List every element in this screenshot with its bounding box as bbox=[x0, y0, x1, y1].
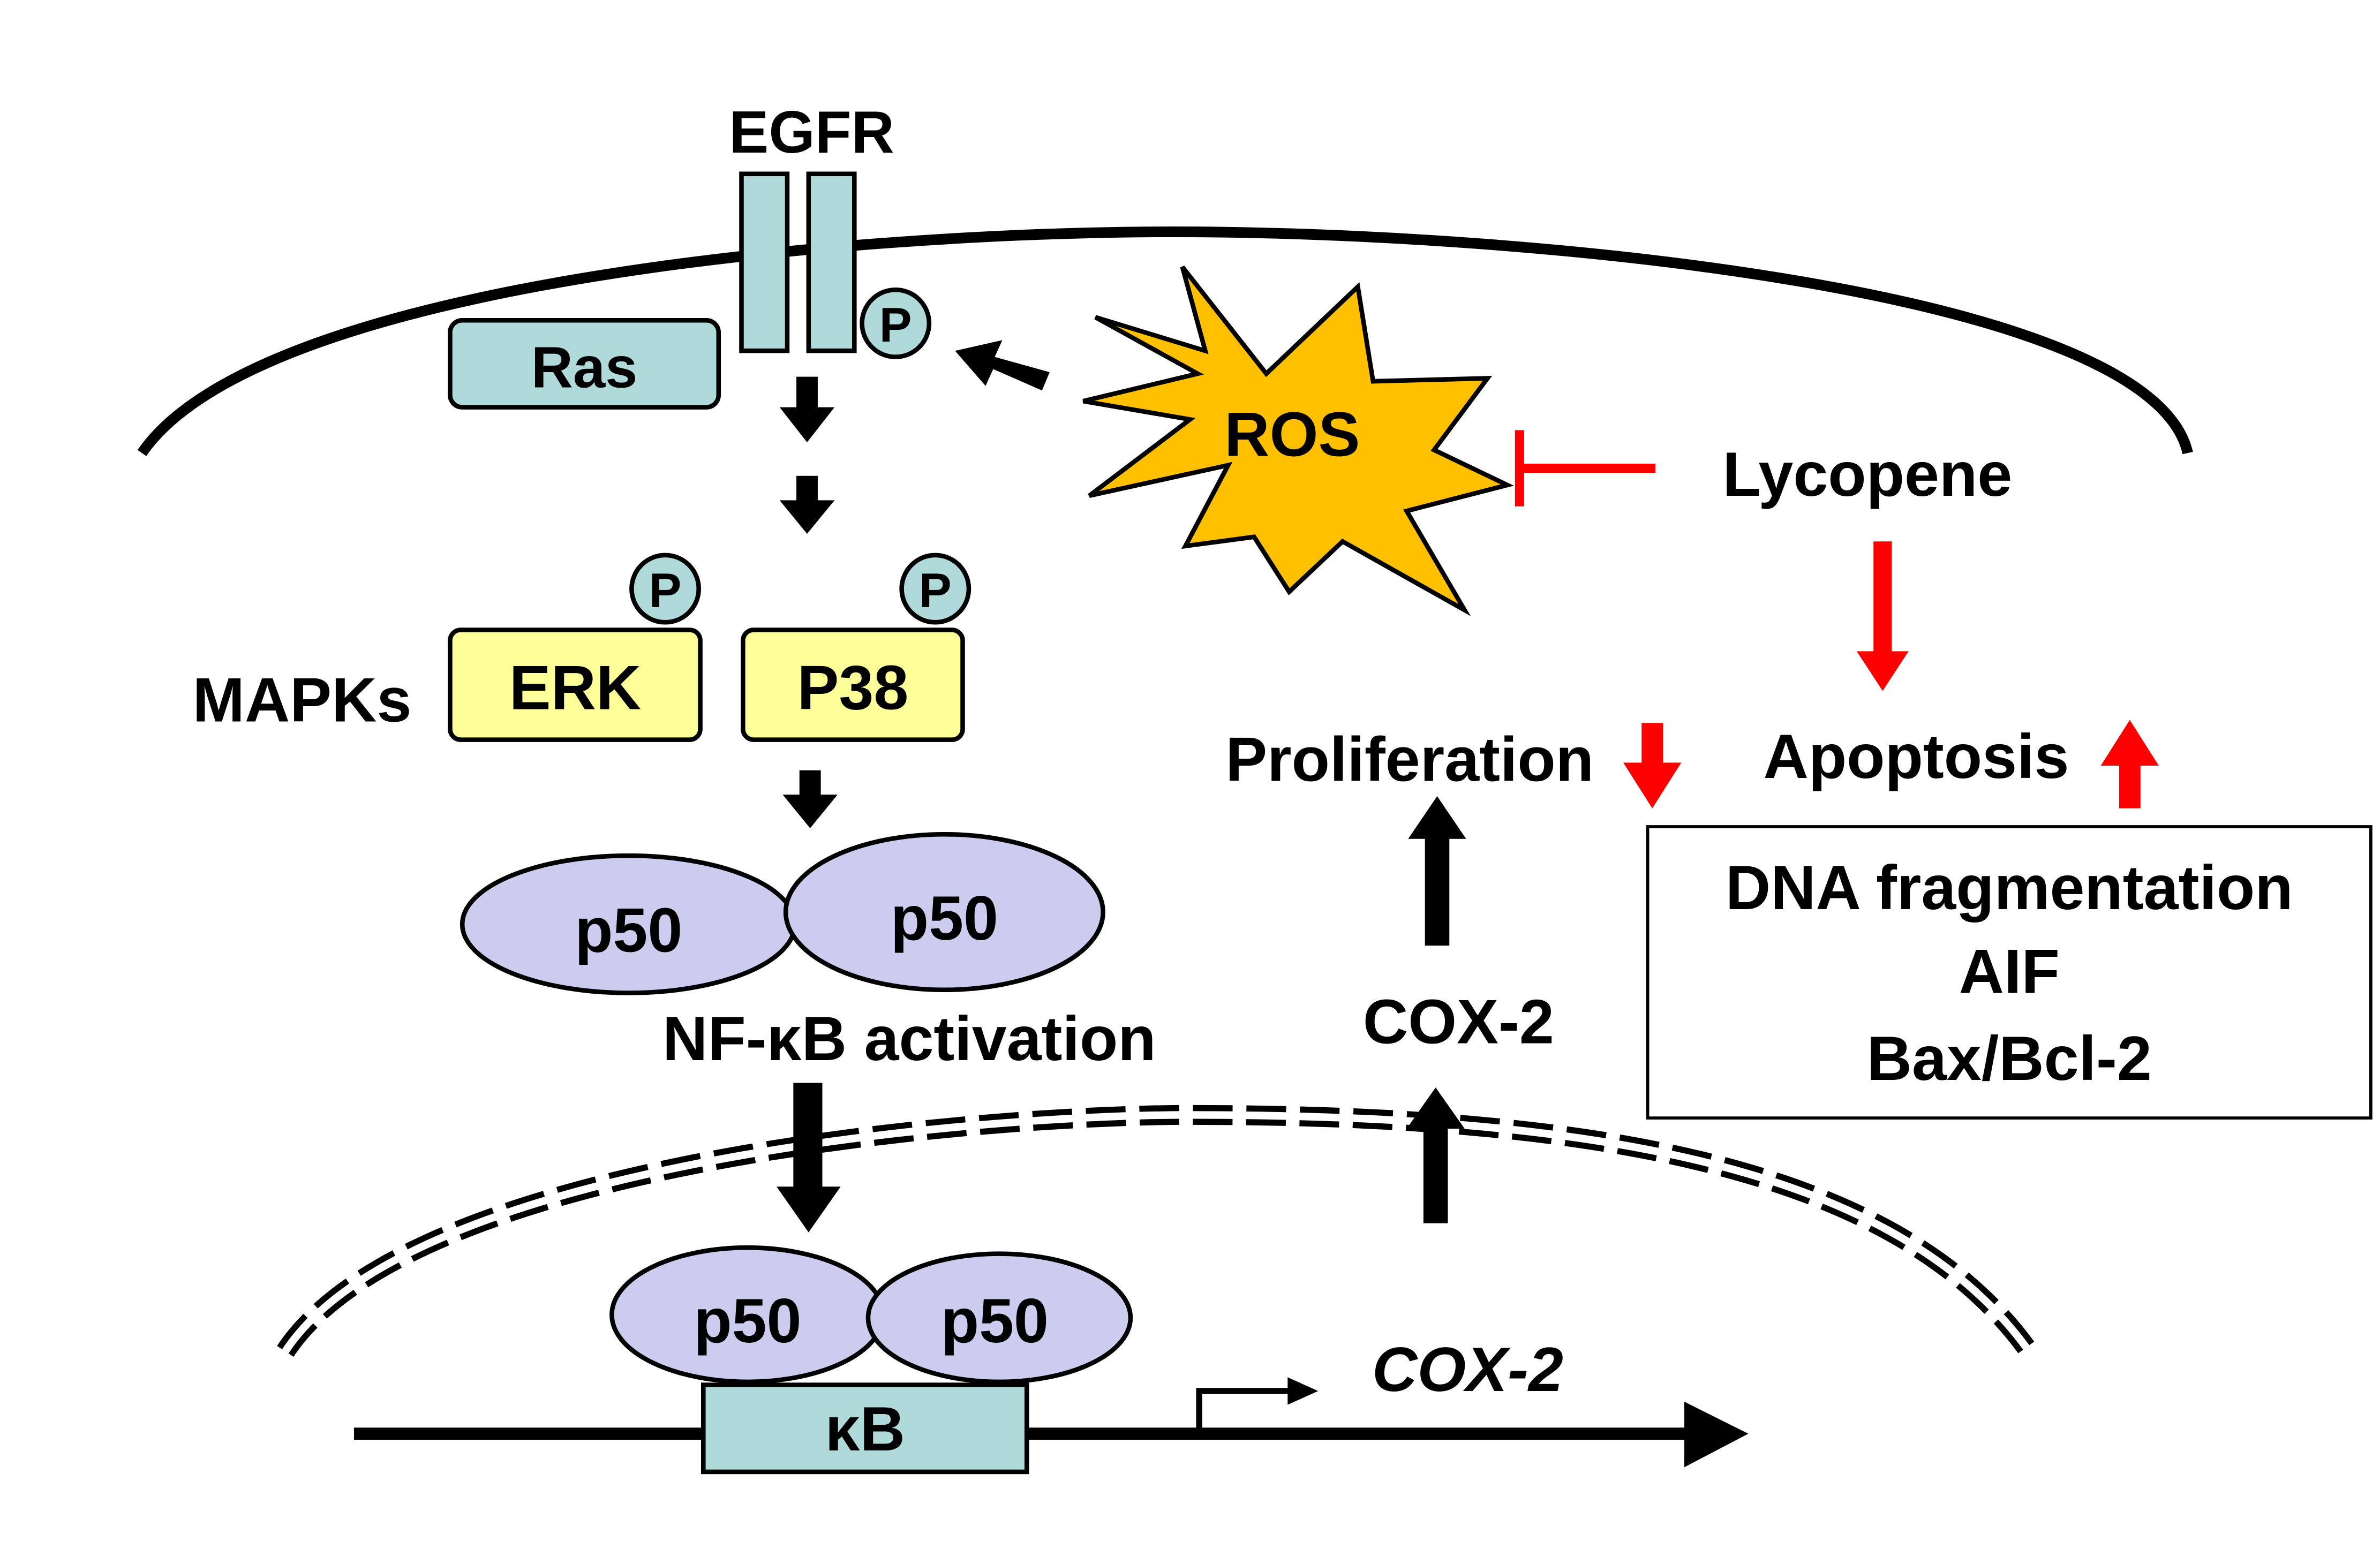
egfr-label: EGFR bbox=[729, 99, 894, 165]
cox2-gene-label: COX-2 bbox=[1372, 1334, 1563, 1404]
inhibition-lycopene-ros bbox=[1515, 430, 1655, 507]
egfr-receptor-right bbox=[806, 171, 857, 353]
arrow-egfr-down-2 bbox=[779, 475, 835, 534]
arrow-mapk-to-nfkb bbox=[782, 770, 838, 828]
p50-nucleus-right-label: p50 bbox=[941, 1286, 1049, 1356]
p50-nucleus-left-label: p50 bbox=[694, 1286, 801, 1356]
marker-bax-bcl2: Bax/Bcl-2 bbox=[1867, 1023, 2152, 1093]
lycopene-label: Lycopene bbox=[1722, 439, 2012, 509]
arrow-egfr-down-1 bbox=[779, 376, 835, 443]
p50-cytoplasm-right bbox=[783, 832, 1105, 993]
dna-strand-arrowhead bbox=[1684, 1401, 1749, 1468]
apoptosis-increase-arrow bbox=[2100, 720, 2159, 808]
nfkb-activation-label: NF-κB activation bbox=[662, 1003, 1156, 1074]
arrow-gene-to-cox2 bbox=[1406, 1087, 1465, 1223]
egfr-phospho-circle bbox=[860, 287, 932, 359]
erk-box bbox=[448, 628, 703, 742]
arrow-cox2-to-proliferation bbox=[1408, 796, 1466, 946]
cox2-protein-label: COX-2 bbox=[1363, 986, 1554, 1056]
arrow-lycopene-to-apoptosis bbox=[1856, 541, 1909, 691]
p38-label: P38 bbox=[797, 653, 909, 723]
egfr-receptor-left bbox=[739, 171, 790, 353]
transcription-start-arrow bbox=[1196, 1377, 1319, 1434]
marker-aif: AIF bbox=[1959, 936, 2060, 1006]
erk-label: ERK bbox=[509, 653, 642, 723]
p38-phospho-circle bbox=[899, 553, 971, 625]
p38-phospho-label: P bbox=[919, 563, 952, 618]
ros-star bbox=[1082, 265, 1514, 616]
p38-box bbox=[741, 628, 965, 742]
p50-cytoplasm-right-label: p50 bbox=[891, 883, 998, 953]
arrow-nfkb-to-nucleus bbox=[777, 1083, 841, 1233]
cell-membrane bbox=[137, 226, 2193, 456]
nuclear-membrane bbox=[277, 1105, 2037, 1357]
egfr-phospho-label: P bbox=[879, 298, 912, 352]
kb-site-box bbox=[701, 1382, 1029, 1475]
apoptosis-markers-box bbox=[1646, 825, 2373, 1120]
proliferation-decrease-arrow bbox=[1623, 723, 1682, 808]
proliferation-label: Proliferation bbox=[1225, 724, 1594, 795]
ras-label: Ras bbox=[531, 335, 638, 400]
apoptosis-label: Apoptosis bbox=[1764, 721, 2069, 791]
p50-cytoplasm-left-label: p50 bbox=[575, 895, 682, 965]
ras-box bbox=[448, 318, 721, 410]
kb-site-label: κB bbox=[825, 1394, 905, 1464]
marker-dna-fragmentation: DNA fragmentation bbox=[1726, 852, 2293, 923]
mapks-label: MAPKs bbox=[193, 664, 412, 735]
arrow-ros-to-egfr bbox=[955, 340, 1050, 391]
erk-phospho-label: P bbox=[649, 563, 682, 618]
erk-phospho-circle bbox=[629, 553, 702, 625]
p50-nucleus-right bbox=[865, 1251, 1133, 1385]
ros-label: ROS bbox=[1224, 399, 1360, 470]
